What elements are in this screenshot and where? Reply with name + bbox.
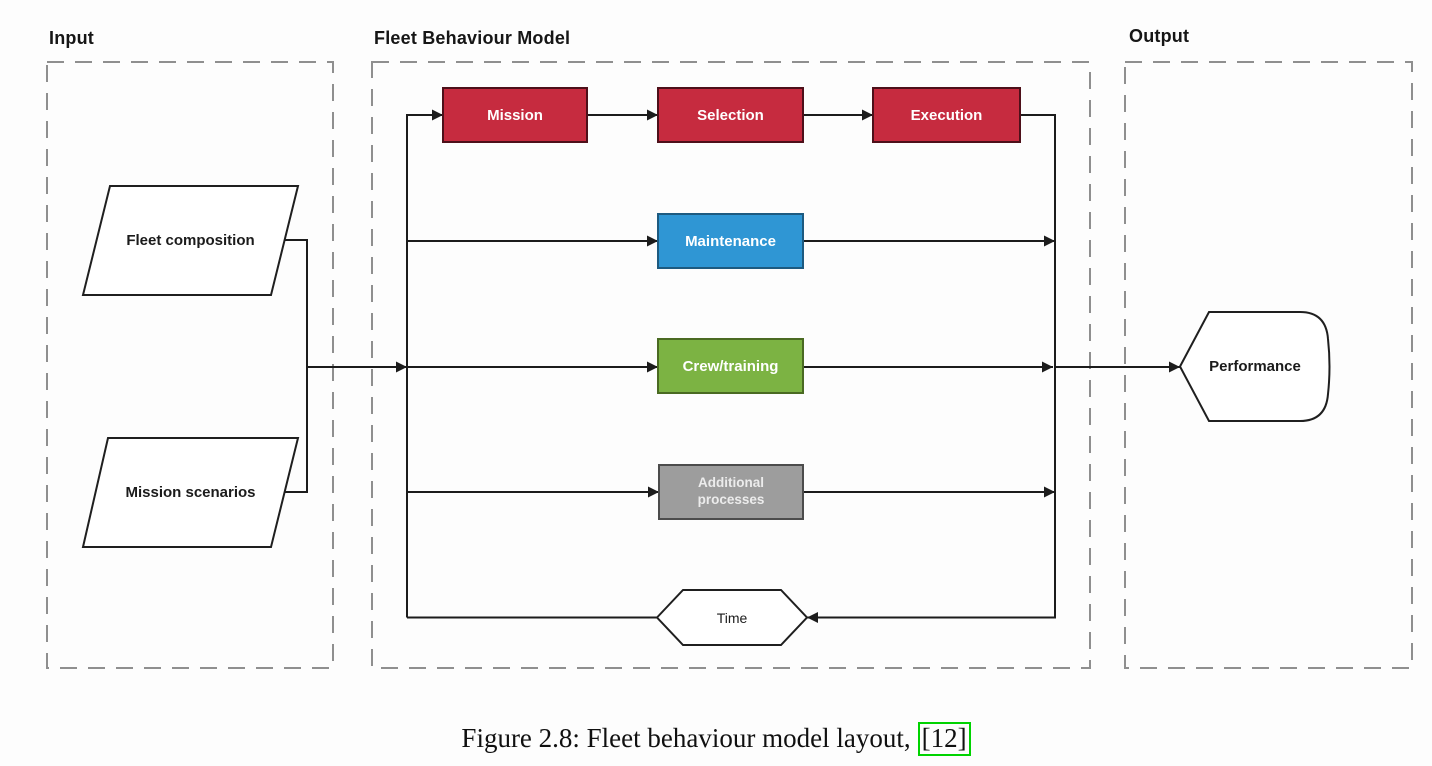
model-section-frame <box>371 61 1091 669</box>
time-hexagon <box>655 589 809 646</box>
maintenance-box <box>657 213 804 269</box>
selection-box <box>657 87 804 143</box>
output-section-title: Output <box>1129 26 1190 46</box>
input-section-frame <box>46 61 334 669</box>
output-section-frame <box>1124 61 1413 669</box>
citation-link-12[interactable]: [12] <box>917 722 971 756</box>
mission-box <box>442 87 588 143</box>
crew-training-box <box>657 338 804 394</box>
figure-caption: Figure 2.8: Fleet behaviour model layout… <box>0 722 1432 756</box>
performance-shape <box>1178 311 1331 422</box>
trunk-to-mission-arrow <box>406 109 443 618</box>
input-section-title: Input <box>49 28 94 48</box>
mission-scenarios-shape <box>81 437 300 548</box>
model-section-title: Fleet Behaviour Model <box>374 28 571 48</box>
execution-box <box>872 87 1021 143</box>
additional-processes-box <box>658 464 804 520</box>
fleet-composition-shape <box>81 185 300 296</box>
figure-caption-text: Figure 2.8: Fleet behaviour model layout… <box>461 723 911 753</box>
